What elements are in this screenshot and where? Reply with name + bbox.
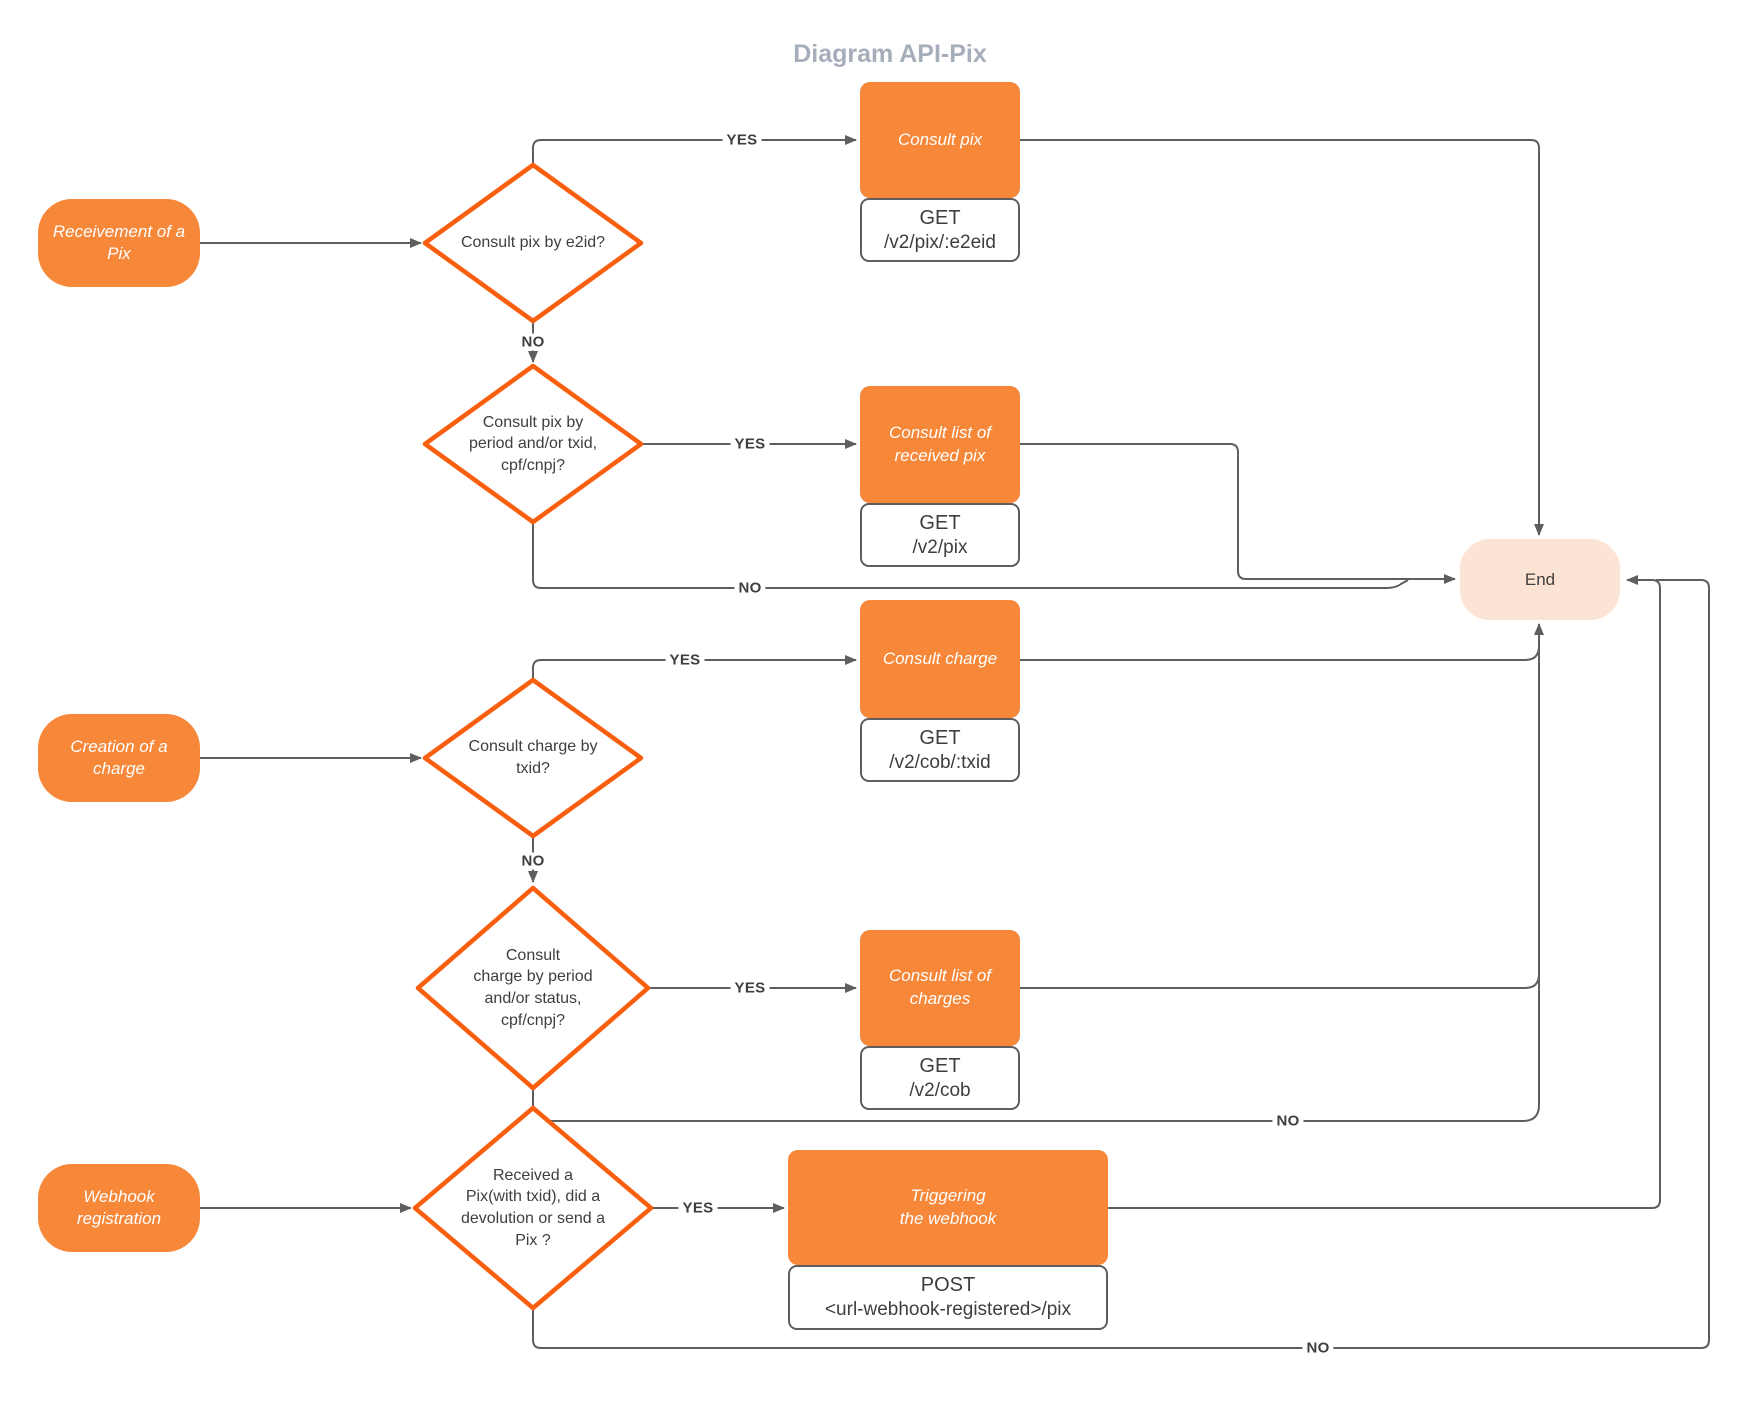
start-webhook-registration: Webhook registration bbox=[38, 1164, 200, 1252]
decision-pix-period-shape bbox=[422, 363, 644, 525]
edge-label-no-pix-period: NO bbox=[734, 579, 766, 597]
process-consult-list-pix: Consult list of received pix bbox=[860, 386, 1020, 503]
edge-no-pix-period-to-end bbox=[532, 522, 1409, 589]
edge-label-yes-charge-period: YES bbox=[730, 979, 770, 997]
start-receivement-of-pix: Receivement of a Pix bbox=[38, 199, 200, 287]
endpoint-consult-charge-path: /v2/cob/:txid bbox=[889, 751, 991, 773]
endpoint-triggering-webhook-path: <url-webhook-registered>/pix bbox=[824, 1299, 1072, 1321]
edge-trigger-webhook-to-end bbox=[1108, 575, 1661, 1209]
edge-label-yes-charge-txid: YES bbox=[665, 651, 705, 669]
edge-no-webhook-to-end bbox=[532, 579, 1710, 1349]
decision-webhook-shape bbox=[412, 1105, 654, 1311]
endpoint-consult-pix-path: /v2/pix/:e2eid bbox=[884, 231, 996, 253]
endpoint-triggering-webhook-method: POST bbox=[920, 1274, 976, 1297]
decision-charge-txid-shape bbox=[422, 677, 644, 839]
process-triggering-webhook: Triggering the webhook bbox=[788, 1150, 1108, 1265]
edge-yes-consult-pix bbox=[532, 135, 857, 165]
process-consult-pix: Consult pix bbox=[860, 82, 1020, 198]
process-consult-list-charges: Consult list of charges bbox=[860, 930, 1020, 1046]
edge-label-no-pix-e2id: NO bbox=[517, 333, 549, 351]
process-consult-charge: Consult charge bbox=[860, 600, 1020, 718]
endpoint-consult-list-charges-method: GET bbox=[919, 1054, 961, 1077]
edge-yes-consult-charge bbox=[532, 655, 857, 680]
edge-label-no-charge-txid: NO bbox=[517, 852, 549, 870]
endpoint-consult-charge-method: GET bbox=[919, 726, 961, 749]
endpoint-consult-pix-method: GET bbox=[919, 206, 961, 229]
edge-consult-charge-to-end bbox=[1020, 645, 1540, 661]
endpoint-consult-list-pix-method: GET bbox=[919, 511, 961, 534]
edge-label-yes-pix-period: YES bbox=[730, 435, 770, 453]
endpoint-consult-pix: GET/v2/pix/:e2eid bbox=[860, 198, 1020, 262]
end-terminator: End bbox=[1460, 539, 1620, 620]
decision-pix-e2id-shape bbox=[422, 162, 644, 324]
endpoint-consult-charge: GET/v2/cob/:txid bbox=[860, 718, 1020, 782]
endpoint-consult-list-pix: GET/v2/pix bbox=[860, 503, 1020, 567]
edge-label-no-charge-period: NO bbox=[1272, 1112, 1304, 1130]
edge-label-yes-pix-e2id: YES bbox=[722, 131, 762, 149]
edge-consult-pix-to-end bbox=[1020, 139, 1544, 536]
endpoint-consult-list-charges: GET/v2/cob bbox=[860, 1046, 1020, 1110]
edge-consult-list-charges-to-end bbox=[1020, 973, 1540, 989]
edge-no-charge-period-to-end bbox=[532, 623, 1544, 1122]
decision-charge-period-shape bbox=[415, 885, 651, 1091]
edge-label-no-webhook: NO bbox=[1302, 1339, 1334, 1357]
start-creation-of-charge: Creation of a charge bbox=[38, 714, 200, 802]
endpoint-consult-list-pix-path: /v2/pix bbox=[912, 536, 968, 558]
diagram-title: Diagram API-Pix bbox=[793, 40, 987, 68]
edge-label-yes-webhook: YES bbox=[678, 1199, 718, 1217]
edge-consult-list-pix-to-end bbox=[1020, 443, 1456, 584]
endpoint-consult-list-charges-path: /v2/cob bbox=[909, 1079, 971, 1101]
endpoint-triggering-webhook: POST<url-webhook-registered>/pix bbox=[788, 1265, 1108, 1330]
